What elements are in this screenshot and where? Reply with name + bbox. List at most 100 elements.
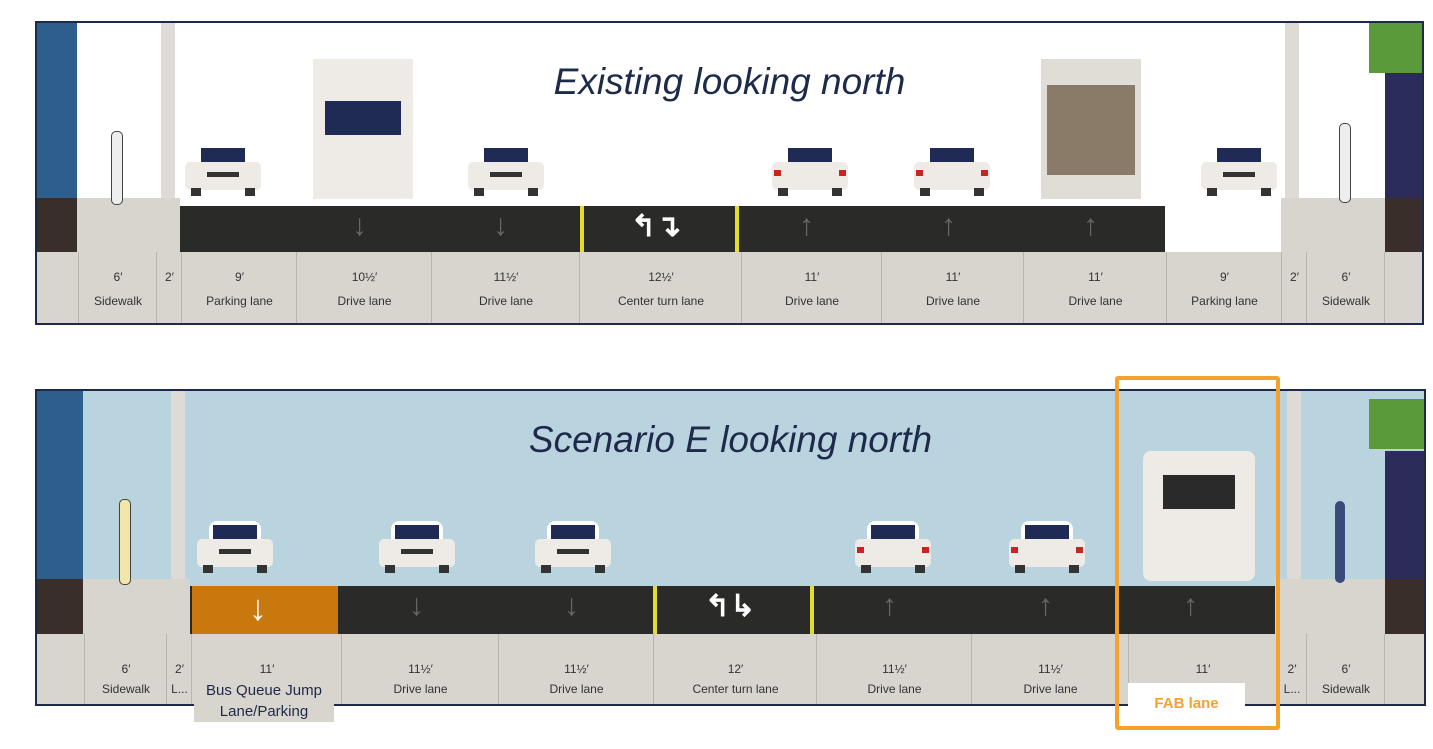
bus-queue-jump-lane (192, 586, 338, 634)
pedestrian-icon (119, 499, 131, 585)
lane-name: Drive lane (1068, 294, 1123, 308)
lane-name: Drive lane (478, 294, 534, 308)
yellow-line (810, 586, 814, 636)
lane-width: 6′ (113, 270, 123, 284)
lane-name: Parking lane (1191, 294, 1258, 308)
car-icon (197, 521, 273, 573)
arrow-down-icon: ↓ (352, 209, 367, 242)
lane-segment: 11′ Drive lane (881, 252, 1024, 323)
car-icon (185, 144, 261, 196)
lane-width: 11′ (804, 270, 820, 284)
turn-arrows-icon: ↰↳ (705, 590, 756, 623)
sidewalk-left (77, 198, 180, 254)
lane-width: 11′ (945, 270, 961, 284)
lane-width: 6′ (121, 662, 131, 676)
lane-name: Drive lane (925, 294, 981, 308)
pole-icon (171, 391, 185, 581)
arrow-down-icon: ↓ (409, 589, 424, 622)
arrow-up-icon: ↑ (1183, 589, 1198, 622)
lane-name: Drive lane (867, 682, 922, 696)
lane-width: 2′ (165, 270, 174, 284)
car-icon (914, 144, 990, 196)
lane-segment: 9′Parking lane (181, 252, 297, 323)
box-truck-icon (1041, 59, 1141, 199)
lane-width: 11½′ (493, 270, 519, 284)
lane-width: 11′ (1195, 662, 1211, 676)
lane-name: Center turn lane (692, 682, 779, 696)
lane-segment (1384, 634, 1424, 704)
lane-width: 9′ (1220, 270, 1229, 284)
lane-width: 9′ (235, 270, 244, 284)
lane-name: L... (1283, 682, 1301, 696)
fab-lane-label: FAB lane (1128, 683, 1245, 725)
arrow-up-icon: ↑ (1038, 589, 1053, 622)
arrow-up-icon: ↑ (799, 209, 814, 242)
lane-segment: 9′ Parking lane (1166, 252, 1282, 323)
lane-width: 11½′ (1038, 662, 1063, 676)
arrow-up-icon: ↑ (1083, 209, 1098, 242)
lane-segment: 11½′Drive lane (341, 634, 499, 704)
car-icon (1201, 144, 1277, 196)
lane-width: 6′ (1341, 270, 1351, 284)
arrow-down-icon: ↓ (564, 589, 579, 622)
roadway (180, 206, 1165, 254)
lane-segment (1384, 252, 1422, 323)
pole-icon (1287, 391, 1301, 581)
lane-segment (37, 634, 84, 704)
lane-width: 2′ (1287, 662, 1297, 676)
fab-lane-highlight (1115, 376, 1280, 730)
lane-width: 2′ (175, 662, 184, 676)
building-right (1385, 73, 1422, 199)
awning-icon (1369, 23, 1422, 73)
lane-segment: 11′ Drive lane (741, 252, 882, 323)
scenario-e-cross-section: Scenario E looking north ↓ ↓ ↓ ↰↳ ↑ ↑ ↑ … (35, 389, 1426, 706)
existing-cross-section: Existing looking north ↓ ↓ ↰↴ ↑ ↑ ↑ 6′Si… (35, 21, 1424, 325)
lane-width: 12½′ (648, 270, 674, 284)
pedestrian-icon (1335, 501, 1345, 583)
curb-left (37, 198, 77, 254)
arrow-up-icon: ↑ (882, 589, 897, 622)
pedestrian-icon (111, 131, 123, 205)
lane-segment: 11½′Drive lane (498, 634, 654, 704)
lane-segment: 2′ L... (1276, 634, 1307, 704)
lane-name: Drive lane (784, 294, 840, 308)
yellow-line (735, 206, 739, 254)
lane-segment: 6′ Sidewalk (1306, 634, 1385, 704)
car-icon (379, 521, 455, 573)
lane-name: Sidewalk (1321, 294, 1371, 308)
lane-name: Sidewalk (1321, 682, 1371, 696)
arrow-down-icon: ↓ (249, 587, 267, 628)
lane-segment: 11′Drive lane (1023, 252, 1167, 323)
lane-segment: 11′ (1128, 634, 1277, 704)
lane-segment: 11½′ Drive lane (971, 634, 1129, 704)
arrow-down-icon: ↓ (493, 209, 508, 242)
turn-arrows-icon: ↰↴ (631, 210, 682, 243)
car-icon (855, 521, 931, 573)
sidewalk-right (1275, 579, 1385, 636)
curb-left (37, 579, 83, 636)
bus-queue-jump-label: Bus Queue Jump Lane/Parking (194, 680, 334, 722)
awning-icon (1369, 399, 1424, 449)
lane-width: 10½′ (351, 270, 378, 284)
lane-name: Sidewalk (101, 682, 151, 696)
yellow-line (653, 586, 657, 636)
lane-width: 12′ (727, 662, 744, 676)
lane-width: 6′ (1341, 662, 1351, 676)
lane-name: Drive lane (393, 682, 448, 696)
yellow-line (580, 206, 584, 254)
sidewalk-right (1281, 198, 1385, 254)
lane-width: 2′ (1290, 270, 1299, 284)
lane-segment: 11′ (191, 634, 342, 704)
dimension-strip: 6′ Sidewalk 2′ 9′ Parking lane 10½′ Drive lane… (37, 252, 1422, 323)
lane-segment: 6′ Sidewalk (1306, 252, 1385, 323)
building-left (37, 23, 77, 199)
roadway (190, 586, 1275, 636)
lane-segment: 12′ Center turn lane (653, 634, 817, 704)
lane-name: Drive lane (1023, 682, 1078, 696)
lane-segment (37, 252, 78, 323)
sidewalk-left (83, 579, 190, 636)
car-icon (772, 144, 848, 196)
bus-icon (1143, 451, 1255, 581)
curb-right (1385, 198, 1422, 254)
